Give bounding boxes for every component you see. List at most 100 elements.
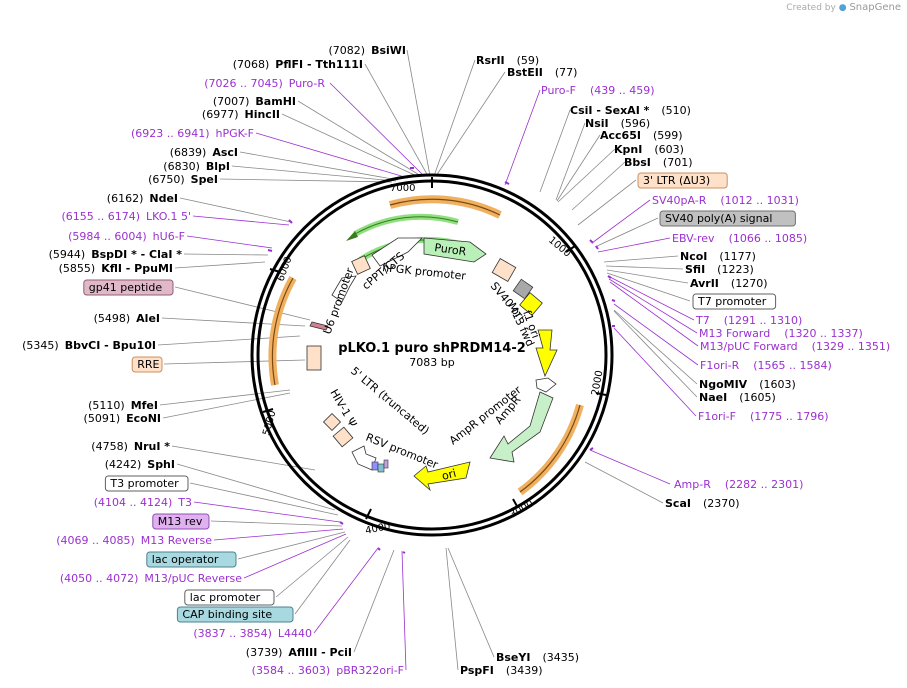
primer-puro-r[interactable]: Puro-R xyxy=(289,77,326,90)
primer-hpgk-f[interactable]: hPGK-F xyxy=(216,127,254,140)
primer-m13-reverse[interactable]: M13 Reverse xyxy=(141,534,212,547)
feature-box-lac-promoter[interactable] xyxy=(184,589,275,606)
tick-label-7000: 7000 xyxy=(390,183,415,194)
enzyme-pos-bspdi-clai: (5944) xyxy=(49,248,86,261)
enzyme-csii-sexai[interactable]: CsiI - SexAI * xyxy=(570,104,650,117)
enzyme-bsiwi[interactable]: BsiWI xyxy=(371,44,406,57)
feature-box-cap-binding-site[interactable] xyxy=(176,606,294,623)
primer-pos-sv40pa-r: (1012 .. 1031) xyxy=(720,194,799,207)
feature-cppt-cts[interactable] xyxy=(351,255,371,275)
feature-hiv-psi[interactable] xyxy=(322,412,342,432)
enzyme-sfii[interactable]: SfiI xyxy=(685,263,705,276)
primer-f1ori-r[interactable]: F1ori-R xyxy=(700,359,740,372)
primer-l4440[interactable]: L4440 xyxy=(278,627,312,640)
enzyme-spei[interactable]: SpeI xyxy=(191,173,218,186)
enzyme-pspfi[interactable]: PspFI xyxy=(460,664,494,677)
feature-box-t3-promoter[interactable] xyxy=(104,475,189,492)
feature-m13-fwd[interactable] xyxy=(519,292,543,316)
enzyme-naei[interactable]: NaeI xyxy=(699,391,727,404)
feature-ori[interactable] xyxy=(413,461,471,492)
enzyme-scai[interactable]: ScaI xyxy=(665,497,691,510)
feature-rsv-promoter[interactable] xyxy=(351,445,377,471)
feature-3ltr-box[interactable] xyxy=(491,258,517,282)
enzyme-pos-nsii: (596) xyxy=(621,117,651,130)
enzyme-bamhi[interactable]: BamHI xyxy=(255,95,296,108)
enzyme-pos-rsrii: (59) xyxy=(517,54,540,67)
enzyme-kpni[interactable]: KpnI xyxy=(614,143,642,156)
primer-pos-puro-f: (439 .. 459) xyxy=(590,84,655,97)
primer-t3[interactable]: T3 xyxy=(177,496,192,509)
feature-hpgk-promoter[interactable] xyxy=(371,237,423,267)
enzyme-pos-kpni: (603) xyxy=(654,143,684,156)
enzyme-nrui[interactable]: NruI * xyxy=(134,440,170,453)
primer-t7[interactable]: T7 xyxy=(695,314,710,327)
feature-5ltr[interactable] xyxy=(332,426,354,448)
enzyme-mfei[interactable]: MfeI xyxy=(131,399,158,412)
primer-ebv-rev[interactable]: EBV-rev xyxy=(672,232,715,245)
feature-ampr-promoter[interactable] xyxy=(535,377,557,393)
enzyme-bseyi[interactable]: BseYI xyxy=(496,651,530,664)
enzyme-econi[interactable]: EcoNI xyxy=(126,412,161,425)
feature-f1-ori[interactable] xyxy=(535,329,558,378)
enzyme-nsii[interactable]: NsiI xyxy=(585,117,609,130)
feature-gp41-peptide[interactable] xyxy=(309,321,329,331)
feature-label-cap-binding-site: CAP binding site xyxy=(182,608,272,621)
primer-sv40pa-r[interactable]: SV40pA-R xyxy=(652,194,707,207)
enzyme-pos-ncoi: (1177) xyxy=(719,250,756,263)
feature-sv40-ori[interactable] xyxy=(512,278,534,300)
enzyme-pos-avrii: (1270) xyxy=(731,277,768,290)
feature-box-sv40-poly-a-signal[interactable] xyxy=(659,210,796,227)
primer-amp-r[interactable]: Amp-R xyxy=(674,478,711,491)
enzyme-acc65i[interactable]: Acc65I xyxy=(600,129,641,142)
enzyme-ncoi[interactable]: NcoI xyxy=(680,250,707,263)
feature-box-lac-operator[interactable] xyxy=(146,551,237,568)
enzyme-bbvci-bpu10i[interactable]: BbvCI - Bpu10I xyxy=(65,339,156,352)
enzyme-kfli-ppumi[interactable]: KflI - PpuMI xyxy=(101,262,173,275)
enzyme-blpi[interactable]: BlpI xyxy=(206,160,230,173)
feature-ampr[interactable] xyxy=(489,391,554,463)
enzyme-pflfi-tth111i[interactable]: PflFI - Tth111I xyxy=(275,58,363,71)
primer-pbr322ori-f[interactable]: pBR322ori-F xyxy=(336,664,404,677)
feature-label-3-ltr-u3: 3' LTR (ΔU3) xyxy=(643,174,710,187)
primer-hu6-f[interactable]: hU6-F xyxy=(153,230,185,243)
primer-m13-puc-reverse[interactable]: M13/pUC Reverse xyxy=(144,572,242,585)
feature-box-rre[interactable] xyxy=(131,356,163,373)
position-ticks xyxy=(262,177,607,520)
primer-pos-puro-r: (7026 .. 7045) xyxy=(204,77,283,90)
enzyme-pos-pflfi-tth111i: (7068) xyxy=(233,58,270,71)
feature-puror[interactable] xyxy=(423,237,487,263)
primer-m13-puc-forward[interactable]: M13/pUC Forward xyxy=(700,340,798,353)
enzyme-rsrii[interactable]: RsrII xyxy=(476,54,505,67)
feature-lac-elements[interactable] xyxy=(371,459,389,473)
enzyme-pos-hincii: (6977) xyxy=(202,108,239,121)
feature-box-3-ltr-u3[interactable] xyxy=(637,172,728,189)
enzyme-bspdi-clai[interactable]: BspDI * - ClaI * xyxy=(91,248,182,261)
enzyme-pos-sfii: (1223) xyxy=(717,263,754,276)
feature-rre[interactable] xyxy=(306,345,322,371)
primer-pos-hu6-f: (5984 .. 6004) xyxy=(68,230,147,243)
feature-u6-promoter[interactable] xyxy=(331,275,357,303)
feature-box-t7-promoter[interactable] xyxy=(692,293,777,310)
primer-pos-t7: (1291 .. 1310) xyxy=(724,314,803,327)
enzyme-asci[interactable]: AscI xyxy=(212,146,238,159)
primer-f1ori-f[interactable]: F1ori-F xyxy=(698,410,736,423)
primer-puro-f[interactable]: Puro-F xyxy=(541,84,576,97)
feature-box-m13-rev[interactable] xyxy=(152,513,210,530)
enzyme-alei[interactable]: AleI xyxy=(136,312,160,325)
enzyme-bbsi[interactable]: BbsI xyxy=(624,156,651,169)
enzyme-ngomiv[interactable]: NgoMIV xyxy=(699,378,748,391)
feature-label-lac-operator: lac operator xyxy=(152,553,219,566)
enzyme-bsteii[interactable]: BstEII xyxy=(507,66,543,79)
enzyme-afliii-pcii[interactable]: AflIII - PciI xyxy=(288,646,352,659)
enzyme-hincii[interactable]: HincII xyxy=(244,108,280,121)
enzyme-ndei[interactable]: NdeI xyxy=(149,192,178,205)
primer-lko-1-5[interactable]: LKO.1 5' xyxy=(146,210,191,223)
feature-box-gp41-peptide[interactable] xyxy=(83,279,174,296)
enzyme-avrii[interactable]: AvrII xyxy=(690,277,719,290)
enzyme-pos-bamhi: (7007) xyxy=(213,95,250,108)
enzyme-sphi[interactable]: SphI xyxy=(147,458,175,471)
enzyme-pos-naei: (1605) xyxy=(739,391,776,404)
primer-m13-forward[interactable]: M13 Forward xyxy=(699,327,770,340)
features xyxy=(306,237,558,492)
